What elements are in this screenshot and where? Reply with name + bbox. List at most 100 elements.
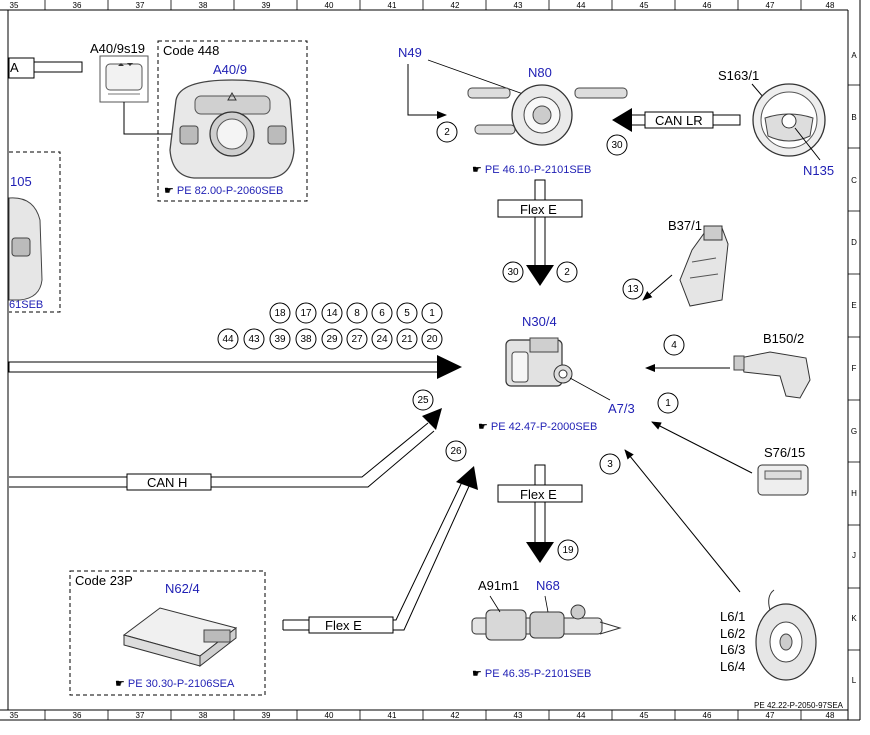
a91m1-n68-steering-rack-icon xyxy=(471,595,622,641)
circle-marker xyxy=(412,389,434,411)
code-448-label: Code 448 xyxy=(163,43,219,58)
row-label: J xyxy=(852,551,856,560)
circle-marker xyxy=(216,118,248,150)
col-label: 47 xyxy=(766,1,775,10)
row-label: L xyxy=(852,676,857,685)
circle-number: 1 xyxy=(665,398,671,409)
partial-61seb-ref: 61SEB xyxy=(9,299,43,311)
circle-number: 39 xyxy=(274,334,286,345)
partial-105-label: 105 xyxy=(10,174,32,189)
flex-e-top-label: Flex E xyxy=(520,202,557,217)
a91m1-label: A91m1 xyxy=(478,578,519,593)
can-lr-bus xyxy=(612,108,741,132)
row-label: E xyxy=(851,301,856,310)
circle-number: 30 xyxy=(611,140,623,151)
code-23p-box xyxy=(69,570,266,696)
s76-15-switch-icon xyxy=(757,464,809,496)
col-label: 45 xyxy=(640,1,649,10)
a7-3-label: A7/3 xyxy=(608,401,635,416)
circle-marker xyxy=(657,392,679,414)
document-reference: PE 42.22-P-2050-97SEA xyxy=(754,701,844,710)
circle-marker xyxy=(295,302,317,324)
n135-leader xyxy=(794,127,821,161)
circle-marker xyxy=(436,121,458,143)
flex-e-mid-label: Flex E xyxy=(520,487,557,502)
code-23p-label: Code 23P xyxy=(75,573,133,588)
col-label: 48 xyxy=(826,711,835,720)
partial-a-label: A xyxy=(10,60,19,75)
brake-disc-icon xyxy=(755,589,817,681)
circle-number: 21 xyxy=(401,334,413,345)
row-labels: A B C D E F G H J K L xyxy=(851,51,857,685)
s76-15-label: S76/15 xyxy=(764,445,805,460)
circle-number: 24 xyxy=(376,334,388,345)
col-label: 38 xyxy=(199,1,208,10)
b37-1-sensor-icon xyxy=(679,225,729,307)
circle-number: 5 xyxy=(404,308,410,319)
a7-3-leader xyxy=(569,377,611,401)
circle-number: 38 xyxy=(300,334,312,345)
row-label: D xyxy=(851,238,857,247)
col-label: 47 xyxy=(766,711,775,720)
n80-label: N80 xyxy=(528,65,552,80)
circle-number: 44 xyxy=(222,334,234,345)
n68-label: N68 xyxy=(536,578,560,593)
circle-number: 14 xyxy=(326,308,338,319)
circle-number: 13 xyxy=(627,284,639,295)
circle-row-1: 18 17 14 8 6 5 1 xyxy=(269,302,443,324)
circle-marker xyxy=(558,369,568,379)
can-h-label: CAN H xyxy=(147,475,187,490)
circle-number: 2 xyxy=(444,127,450,138)
can-h-bus xyxy=(9,408,442,491)
circle-number: 1 xyxy=(429,308,435,319)
s163-1-label: S163/1 xyxy=(718,68,759,83)
circle-marker xyxy=(321,302,343,324)
circle-marker xyxy=(599,453,621,475)
a40-9-label: A40/9 xyxy=(213,62,247,77)
can-lr-label: CAN LR xyxy=(655,113,703,128)
pe-42-47-ref: ☛ PE 42.47-P-2000SEB xyxy=(478,421,597,433)
partial-105-device-icon xyxy=(8,197,43,301)
pe-30-30-ref: ☛ PE 30.30-P-2106SEA xyxy=(115,678,235,690)
column-ticks xyxy=(44,0,802,720)
circle-marker xyxy=(421,328,443,350)
circle-marker xyxy=(556,261,578,283)
circle-number: 25 xyxy=(417,395,429,406)
col-label: 41 xyxy=(388,1,397,10)
col-label: 38 xyxy=(199,711,208,720)
circle-number: 27 xyxy=(351,334,363,345)
col-label: 40 xyxy=(325,1,334,10)
a40-9-control-panel-icon xyxy=(169,79,295,179)
pe-46-35-ref: ☛ PE 46.35-P-2101SEB xyxy=(472,668,591,680)
circle-marker xyxy=(663,334,685,356)
circle-marker xyxy=(445,440,467,462)
b150-2-sensor-icon xyxy=(733,351,811,399)
n30-4-label: N30/4 xyxy=(522,314,557,329)
circle-marker xyxy=(606,134,628,156)
b150-2-label: B150/2 xyxy=(763,331,804,346)
column-labels-top: 35 36 37 38 39 40 41 42 43 44 45 46 47 4… xyxy=(10,1,835,10)
circle-number: 8 xyxy=(354,308,360,319)
row-label: K xyxy=(851,614,857,623)
circle-marker xyxy=(269,302,291,324)
row-label: A xyxy=(851,51,857,60)
col-label: 36 xyxy=(73,1,82,10)
l6-2-label: L6/2 xyxy=(720,626,745,641)
circle-marker xyxy=(371,328,393,350)
steering-wheel-icon xyxy=(752,83,826,157)
col-label: 35 xyxy=(10,1,19,10)
circle-marker xyxy=(217,328,239,350)
circle-marker xyxy=(321,328,343,350)
pe-46-10-ref: ☛ PE 46.10-P-2101SEB xyxy=(472,164,591,176)
s76-15-arrow xyxy=(651,421,753,474)
flex-e-bottom-label: Flex E xyxy=(325,618,362,633)
circle-marker xyxy=(396,328,418,350)
col-label: 41 xyxy=(388,711,397,720)
circle-marker xyxy=(557,539,579,561)
circle-row-2: 44 43 39 38 29 27 24 21 20 xyxy=(217,328,443,350)
col-label: 37 xyxy=(136,711,145,720)
circle-number: 18 xyxy=(274,308,286,319)
circle-number: 20 xyxy=(426,334,438,345)
flex-e-top-bus xyxy=(497,179,583,286)
